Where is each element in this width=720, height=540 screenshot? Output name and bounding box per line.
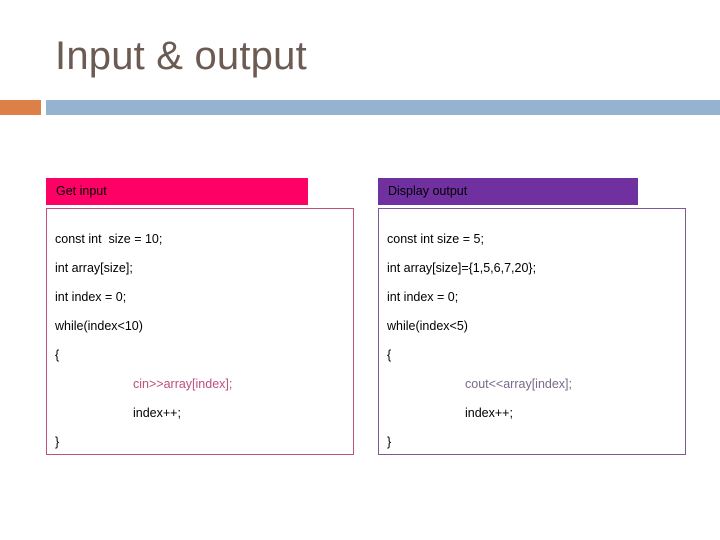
code-line: index++; [465, 406, 513, 420]
title-divider-bar [46, 100, 720, 115]
code-line: cout<<array[index]; [465, 377, 573, 391]
code-line: while(index<10) [55, 319, 143, 333]
title-divider-accent-block [0, 100, 41, 115]
code-line: const int size = 10; [55, 232, 163, 246]
code-line: } [55, 435, 60, 449]
page-title: Input & output [55, 34, 307, 78]
code-line: int array[size]; [55, 261, 133, 275]
code-line: { [387, 348, 392, 362]
code-line: int index = 0; [387, 290, 459, 304]
code-line: } [387, 435, 392, 449]
column-display-output: Display output const int size = 5; int ar… [378, 178, 686, 455]
column-header-get-input: Get input [46, 178, 308, 205]
code-line: int index = 0; [55, 290, 127, 304]
code-line: index++; [133, 406, 181, 420]
code-line: int array[size]={1,5,6,7,20}; [387, 261, 537, 275]
code-line: cin>>array[index]; [133, 377, 233, 391]
code-block-get-input: const int size = 10; int array[size]; int … [46, 208, 354, 455]
title-divider [0, 100, 720, 115]
code-line: while(index<5) [387, 319, 468, 333]
column-get-input: Get input const int size = 10; int array[… [46, 178, 354, 455]
code-block-display-output: const int size = 5; int array[size]={1,5,… [378, 208, 686, 455]
column-header-display-output: Display output [378, 178, 638, 205]
code-line: const int size = 5; [387, 232, 484, 246]
code-line: { [55, 348, 60, 362]
